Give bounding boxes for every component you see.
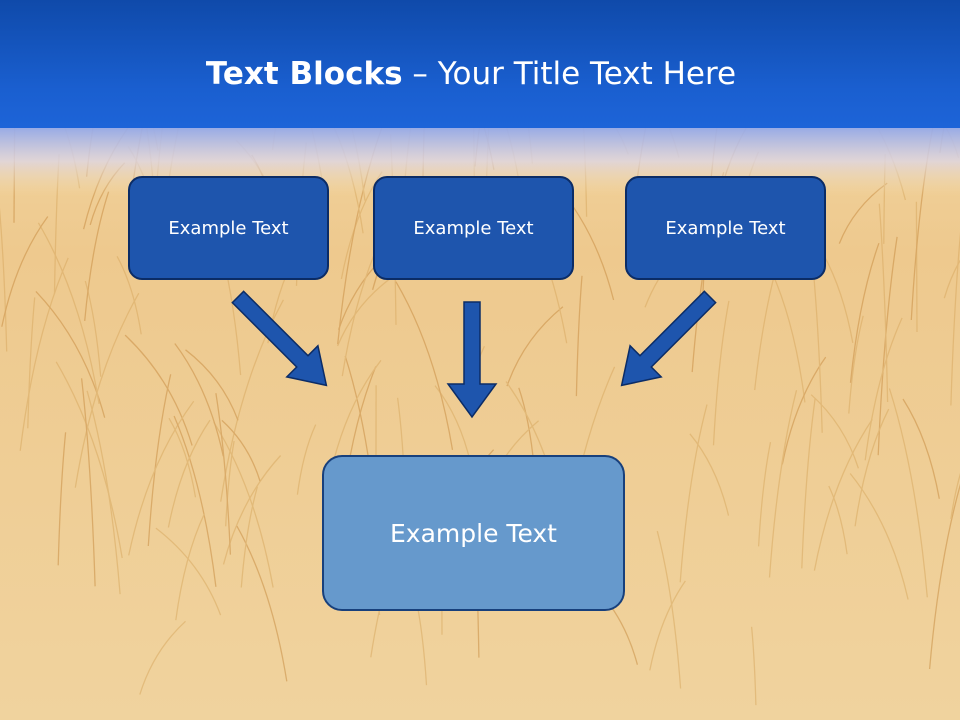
arrow-center-down <box>446 301 498 419</box>
slide-title: Text Blocks – Your Title Text Here <box>0 52 942 96</box>
title-rest: Your Title Text Here <box>437 56 737 92</box>
text-block-left[interactable]: Example Text <box>128 176 329 280</box>
text-block-left-label: Example Text <box>168 217 289 239</box>
arrow-left-diagonal <box>231 290 328 387</box>
text-block-center-label: Example Text <box>413 217 534 239</box>
target-text-block[interactable]: Example Text <box>322 455 625 611</box>
arrow-right-diagonal <box>620 290 717 387</box>
target-text-block-label: Example Text <box>390 518 557 548</box>
title-bold-part: Text Blocks <box>205 56 403 92</box>
title-dash: – <box>402 56 438 92</box>
text-block-right[interactable]: Example Text <box>625 176 826 280</box>
text-block-right-label: Example Text <box>665 217 786 239</box>
text-block-center[interactable]: Example Text <box>373 176 574 280</box>
